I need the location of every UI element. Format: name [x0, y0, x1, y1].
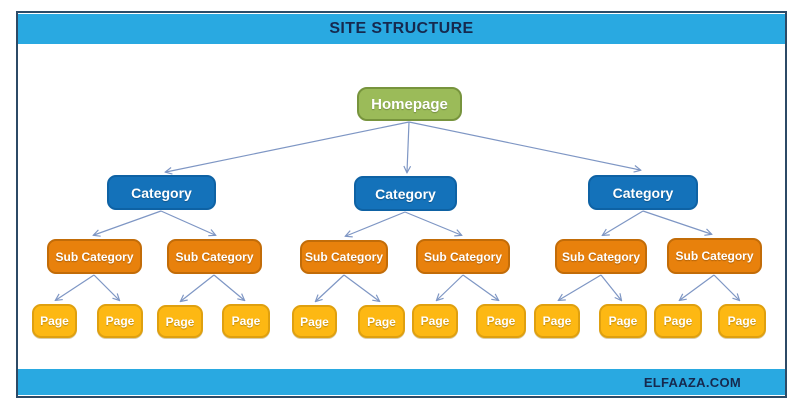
node-category-1: Category — [107, 175, 216, 210]
node-page-1: Page — [32, 304, 77, 338]
node-category-2: Category — [354, 176, 457, 211]
node-page-7: Page — [412, 304, 458, 338]
node-subcategory-6: Sub Category — [667, 238, 762, 274]
node-subcategory-3: Sub Category — [300, 240, 388, 274]
node-page-12: Page — [718, 304, 766, 338]
node-category-3: Category — [588, 175, 698, 210]
node-page-11: Page — [654, 304, 702, 338]
node-page-10: Page — [599, 304, 647, 338]
node-page-5: Page — [292, 305, 337, 338]
node-page-4: Page — [222, 304, 270, 338]
page-title: SITE STRUCTURE — [329, 20, 474, 37]
footer-credit: ELFAAZA.COM — [643, 374, 741, 390]
footer-banner: ELFAAZA.COM — [18, 369, 785, 395]
node-page-3: Page — [157, 305, 203, 338]
node-subcategory-1: Sub Category — [47, 239, 142, 274]
node-page-6: Page — [358, 305, 405, 338]
node-page-8: Page — [476, 304, 526, 338]
node-page-9: Page — [534, 304, 580, 338]
node-homepage: Homepage — [357, 87, 462, 121]
node-subcategory-5: Sub Category — [555, 239, 647, 274]
node-page-2: Page — [97, 304, 143, 338]
node-subcategory-4: Sub Category — [416, 239, 510, 274]
header-banner: SITE STRUCTURE — [18, 14, 785, 44]
node-subcategory-2: Sub Category — [167, 239, 262, 274]
